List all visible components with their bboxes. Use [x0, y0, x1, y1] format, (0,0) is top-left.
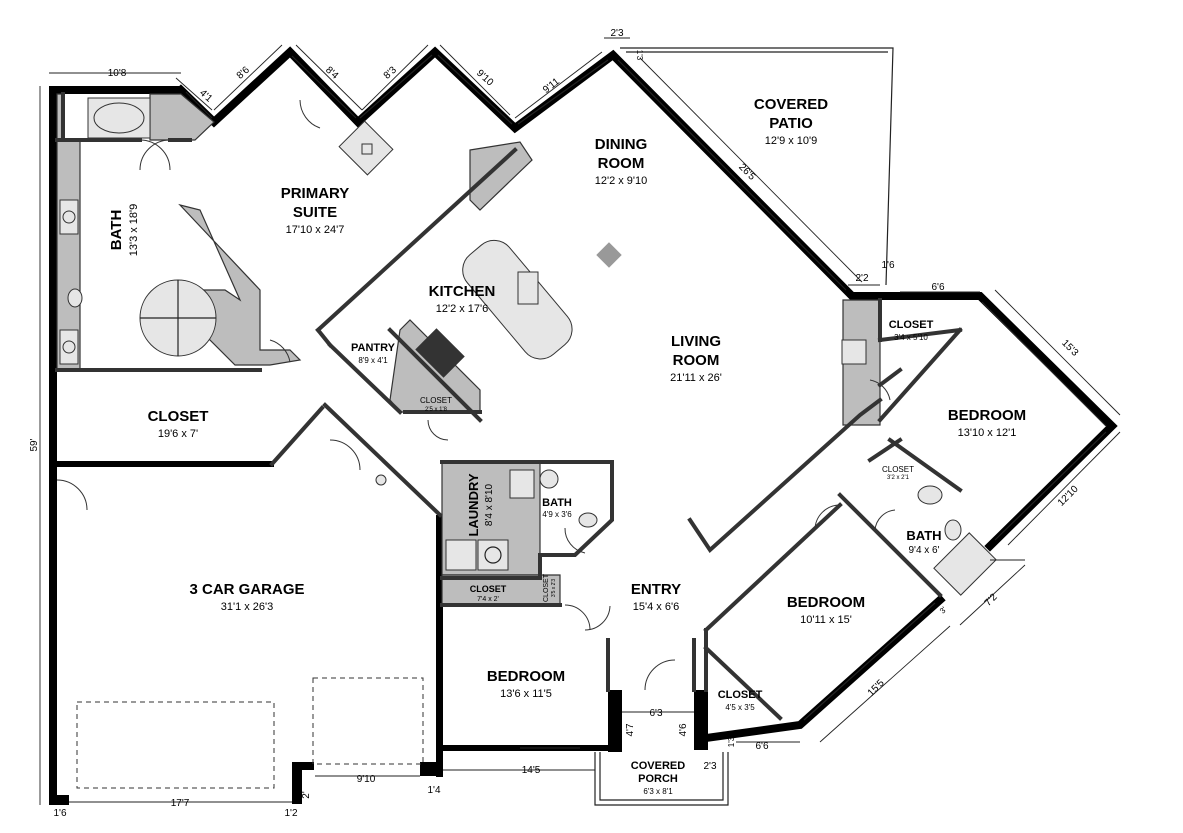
- room-size-pantry: 8'9 x 4'1: [358, 356, 388, 365]
- room-size-bedroom1: 13'10 x 12'1: [958, 427, 1017, 439]
- room-size-bedroom2: 10'11 x 15': [800, 614, 852, 626]
- dim-2-3-top: 2'3: [610, 28, 623, 39]
- room-size-primary-suite: 17'10 x 24'7: [286, 224, 345, 236]
- room-name-laundry: LAUNDRY: [466, 473, 481, 536]
- dim-1-6-bottom: 1'6: [53, 808, 66, 819]
- room-name-laundry-closet: CLOSET: [470, 584, 507, 594]
- room-name-primary-suite-2: SUITE: [293, 204, 337, 221]
- room-labels: PRIMARY SUITE 17'10 x 24'7 BATH 13'3 x 1…: [108, 96, 1026, 796]
- room-size-primary-bath: 13'3 x 18'9: [128, 204, 140, 257]
- room-size-patio: 12'9 x 10'9: [765, 135, 818, 147]
- dim-6-6-bottom: 6'6: [755, 741, 768, 752]
- dim-6-3: 6'3: [649, 708, 662, 719]
- dimension-lines: [39, 37, 1121, 805]
- room-size-garage: 31'1 x 26'3: [221, 601, 274, 613]
- dim-2-2: 2'2: [855, 273, 868, 284]
- dim-top-left: 10'8: [108, 68, 127, 79]
- room-name-bedroom3: BEDROOM: [487, 668, 565, 685]
- dim-1-3-porch: 1'3: [727, 736, 736, 747]
- exterior-walls: [49, 46, 1118, 805]
- room-name-bedroom1: BEDROOM: [948, 407, 1026, 424]
- room-name-living-1: LIVING: [671, 333, 721, 350]
- room-size-bedroom3: 13'6 x 11'5: [500, 688, 552, 700]
- room-name-living-2: ROOM: [673, 352, 720, 369]
- dim-7-2: 7'2: [983, 591, 1000, 608]
- dim-9-10-bottom: 9'10: [357, 774, 376, 785]
- dim-4-1: 4'1: [197, 88, 214, 105]
- room-name-porch-1: COVERED: [631, 760, 685, 772]
- room-name-small-closet: CLOSET: [882, 465, 914, 474]
- dim-15-3: 15'3: [1059, 338, 1080, 359]
- dim-6-6-right: 6'6: [931, 282, 944, 293]
- room-name-patio-1: COVERED: [754, 96, 828, 113]
- room-size-porch: 6'3 x 8'1: [643, 787, 673, 796]
- dim-8-6: 8'6: [235, 64, 252, 81]
- fixtures: [59, 97, 997, 596]
- room-name-bed1-closet: CLOSET: [889, 319, 934, 331]
- dim-2-3-porch: 2'3: [703, 761, 716, 772]
- room-size-living: 21'11 x 26': [670, 372, 722, 384]
- room-name-tiny-closet: CLOSET: [543, 573, 550, 602]
- garage-doors: [76, 677, 424, 789]
- room-name-pantry-closet: CLOSET: [420, 396, 452, 405]
- room-size-bath2: 9'4 x 6': [908, 545, 939, 556]
- room-size-bath3: 4'9 x 3'6: [542, 510, 572, 519]
- room-name-entry: ENTRY: [631, 581, 681, 598]
- dim-4-6: 4'6: [678, 723, 689, 736]
- room-size-bed2-closet: 4'5 x 3'5: [725, 703, 755, 712]
- room-size-pantry-closet: 2'5 x 1'8: [425, 407, 448, 413]
- doors: [56, 99, 896, 691]
- dim-3-mid: 3': [938, 605, 949, 616]
- room-name-bath2: BATH: [906, 528, 941, 543]
- room-size-dining: 12'2 x 9'10: [595, 175, 648, 187]
- room-size-kitchen: 12'2 x 17'6: [436, 303, 489, 315]
- dim-59: 59': [29, 438, 40, 451]
- room-name-kitchen: KITCHEN: [429, 283, 496, 300]
- room-name-primary-bath: BATH: [108, 210, 125, 251]
- room-name-dining-2: ROOM: [598, 155, 645, 172]
- dim-1-4: 1'4: [427, 785, 440, 796]
- room-name-garage: 3 CAR GARAGE: [189, 581, 304, 598]
- room-size-primary-closet: 19'6 x 7': [158, 428, 198, 440]
- room-name-primary-closet: CLOSET: [148, 408, 209, 425]
- dim-1-2: 1'2: [284, 808, 297, 819]
- dim-9-10: 9'10: [474, 68, 496, 89]
- dim-1-3: 1'3: [635, 50, 644, 61]
- room-size-bed1-closet: 3'4 x 5'10: [894, 333, 928, 342]
- dim-1-6-patio: 1'6: [881, 260, 894, 271]
- outdoor-areas: [594, 47, 894, 806]
- dim-17-7: 17'7: [171, 798, 190, 809]
- room-name-patio-2: PATIO: [769, 115, 813, 132]
- room-size-laundry-closet: 7'4 x 2': [477, 596, 499, 603]
- room-size-entry: 15'4 x 6'6: [633, 601, 679, 613]
- windows: [185, 54, 1107, 749]
- room-size-small-closet: 3'2 x 2'1: [887, 475, 910, 481]
- dim-8-3: 8'3: [382, 64, 399, 81]
- room-name-bed2-closet: CLOSET: [718, 689, 763, 701]
- room-name-primary-suite-1: PRIMARY: [281, 185, 350, 202]
- dim-14-5: 14'5: [522, 765, 541, 776]
- room-name-porch-2: PORCH: [638, 773, 678, 785]
- dim-4-7: 4'7: [625, 723, 636, 736]
- room-name-dining-1: DINING: [595, 136, 648, 153]
- room-size-tiny-closet: 3'5 x 2'3: [551, 579, 557, 598]
- dim-8-4: 8'4: [323, 65, 340, 82]
- room-name-pantry: PANTRY: [351, 342, 396, 354]
- dim-12-10: 12'10: [1056, 483, 1081, 508]
- interior-walls: [55, 92, 963, 721]
- room-name-bedroom2: BEDROOM: [787, 594, 865, 611]
- room-size-laundry: 8'4 x 8'10: [484, 483, 495, 526]
- dim-15-5: 15'5: [866, 677, 887, 698]
- room-name-bath3: BATH: [542, 497, 572, 509]
- dim-2: 2': [301, 791, 312, 799]
